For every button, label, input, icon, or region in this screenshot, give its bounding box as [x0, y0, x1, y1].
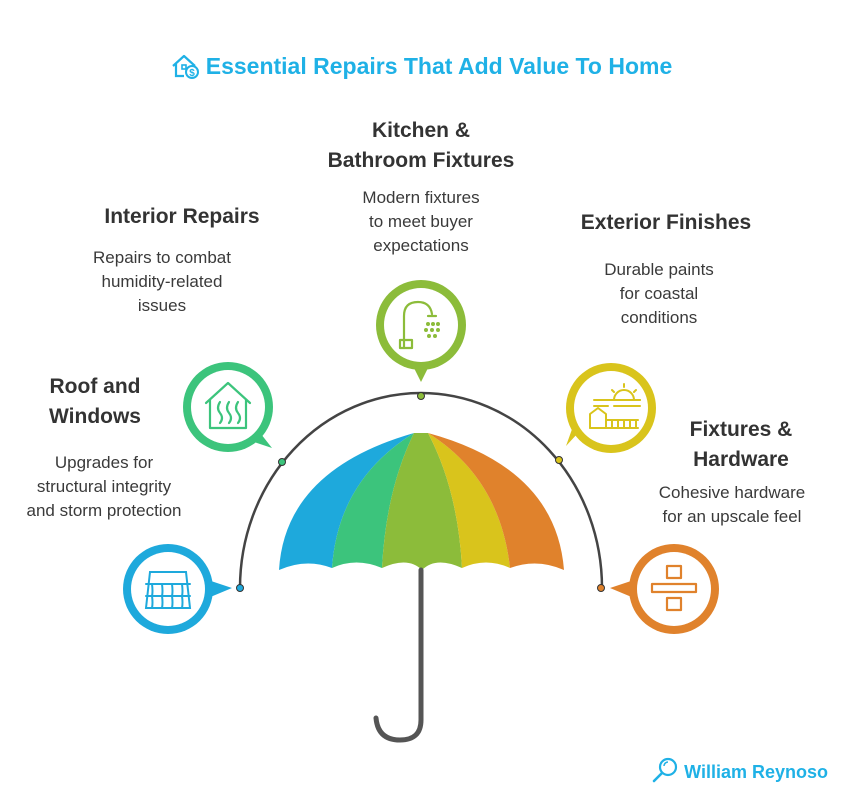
exterior-badge	[566, 363, 656, 453]
kitchen-desc: Modern fixtures to meet buyer expectatio…	[300, 186, 542, 258]
arc-dot-roof	[236, 584, 244, 592]
arc-dot-fixtures	[597, 584, 605, 592]
roof-desc-line1: Upgrades for	[54, 453, 154, 472]
author-credit: William Reynoso	[650, 756, 828, 789]
sun-house-icon	[589, 383, 641, 429]
canopy-panel-green	[332, 433, 414, 568]
kitchen-heading-line1: Kitchen &	[371, 119, 470, 142]
canopy-panel-yellow	[428, 433, 510, 568]
roof-desc-line3: and storm protection	[26, 501, 182, 520]
canopy-panel-blue	[279, 433, 414, 570]
exterior-desc: Durable paints for coastal conditions	[564, 258, 754, 330]
umbrella-canopy	[279, 433, 564, 570]
exterior-desc-line2: for coastal	[619, 284, 699, 303]
roof-heading: Roof and Windows	[20, 372, 170, 432]
arc-dot-interior	[278, 458, 286, 466]
interior-heading-text: Interior Repairs	[104, 205, 260, 228]
kitchen-desc-line2: to meet buyer	[369, 212, 473, 231]
arc-dot-kitchen	[417, 392, 425, 400]
interior-desc-line3: issues	[137, 296, 187, 315]
roof-desc: Upgrades for structural integrity and st…	[4, 451, 204, 523]
roof-tiles-icon	[144, 571, 192, 609]
exterior-heading-text: Exterior Finishes	[580, 211, 752, 234]
interior-desc-line2: humidity-related	[101, 272, 223, 291]
fixtures-desc-line1: Cohesive hardware	[658, 483, 806, 502]
canopy-panel-lime	[382, 433, 462, 570]
roof-desc-line2: structural integrity	[36, 477, 172, 496]
house-dollar-icon: $	[170, 52, 200, 86]
title-text: Essential Repairs That Add Value To Home	[205, 53, 673, 79]
kitchen-heading-line2: Bathroom Fixtures	[327, 149, 515, 172]
kitchen-desc-line1: Modern fixtures	[362, 188, 480, 207]
roof-heading-line1: Roof and	[49, 375, 141, 398]
fixtures-heading-line2: Hardware	[693, 448, 789, 471]
interior-heading: Interior Repairs	[62, 202, 302, 232]
interior-desc-line1: Repairs to combat	[93, 248, 231, 267]
kitchen-desc-line3: expectations	[373, 236, 469, 255]
canopy-panel-orange	[428, 433, 564, 570]
exterior-heading: Exterior Finishes	[556, 208, 776, 238]
exterior-desc-line3: conditions	[620, 308, 698, 327]
fixtures-desc-line2: for an upscale feel	[662, 507, 802, 526]
magnifier-icon	[650, 756, 680, 789]
divide-icon	[650, 564, 698, 612]
roof-badge	[123, 544, 232, 634]
fixtures-desc: Cohesive hardware for an upscale feel	[632, 481, 832, 529]
kitchen-badge	[376, 280, 466, 382]
umbrella-handle	[373, 567, 424, 743]
fixtures-heading-line1: Fixtures &	[689, 418, 793, 441]
fixtures-badge	[610, 544, 719, 634]
arc-dot-exterior	[555, 456, 563, 464]
interior-badge	[183, 362, 273, 452]
interior-desc: Repairs to combat humidity-related issue…	[62, 246, 262, 318]
exterior-desc-line1: Durable paints	[604, 260, 714, 279]
roof-heading-line2: Windows	[49, 405, 141, 428]
svg-text:$: $	[189, 68, 195, 79]
fixtures-heading: Fixtures & Hardware	[666, 415, 816, 475]
house-humidity-icon	[204, 381, 252, 430]
author-name: William Reynoso	[684, 762, 828, 782]
kitchen-heading: Kitchen & Bathroom Fixtures	[270, 116, 572, 176]
page-title: $ Essential Repairs That Add Value To Ho…	[0, 52, 842, 86]
faucet-icon	[398, 300, 441, 350]
